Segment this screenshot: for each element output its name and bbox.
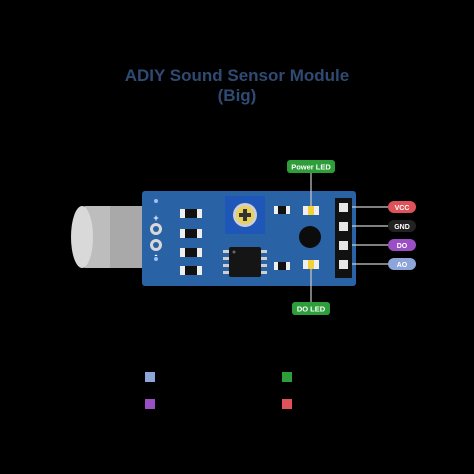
power-led-callout-bg xyxy=(287,160,335,173)
power-led xyxy=(303,206,319,215)
potentiometer xyxy=(225,196,265,234)
do-led xyxy=(303,260,319,269)
mic-terminal-minus: - xyxy=(155,250,158,260)
pin-header xyxy=(335,198,352,278)
pin-label-do-bg xyxy=(388,239,416,251)
pin-label-ao: AO xyxy=(397,262,408,269)
do-led-callout-bg xyxy=(292,302,330,315)
microphone xyxy=(71,206,150,268)
do-led-callout: DO LED xyxy=(297,305,326,314)
pin-label-do: DO xyxy=(397,243,408,250)
mounting-hole xyxy=(299,226,321,248)
pin-leader-lines xyxy=(352,206,388,265)
power-led-callout: Power LED xyxy=(291,163,331,172)
ic-chip xyxy=(223,247,267,277)
legend-swatch-do xyxy=(145,399,155,409)
legend-swatch-vcc xyxy=(282,399,292,409)
pin-label-ao-bg xyxy=(388,258,416,270)
legend-swatch-power xyxy=(282,372,292,382)
pin-label-gnd: GND xyxy=(394,224,410,231)
diagram-title: ADIY Sound Sensor Module (Big) xyxy=(0,66,474,106)
pin-label-vcc-bg xyxy=(388,201,416,213)
pin-label-gnd-bg xyxy=(388,220,416,232)
smd-resistors xyxy=(180,206,290,275)
mic-terminal-plus: + xyxy=(153,213,158,223)
title-line-2: (Big) xyxy=(217,86,257,105)
mic-pads xyxy=(150,199,162,261)
pin-label-vcc: VCC xyxy=(395,205,410,212)
title-line-1: ADIY Sound Sensor Module xyxy=(124,66,350,85)
legend-swatch-ao xyxy=(145,372,155,382)
